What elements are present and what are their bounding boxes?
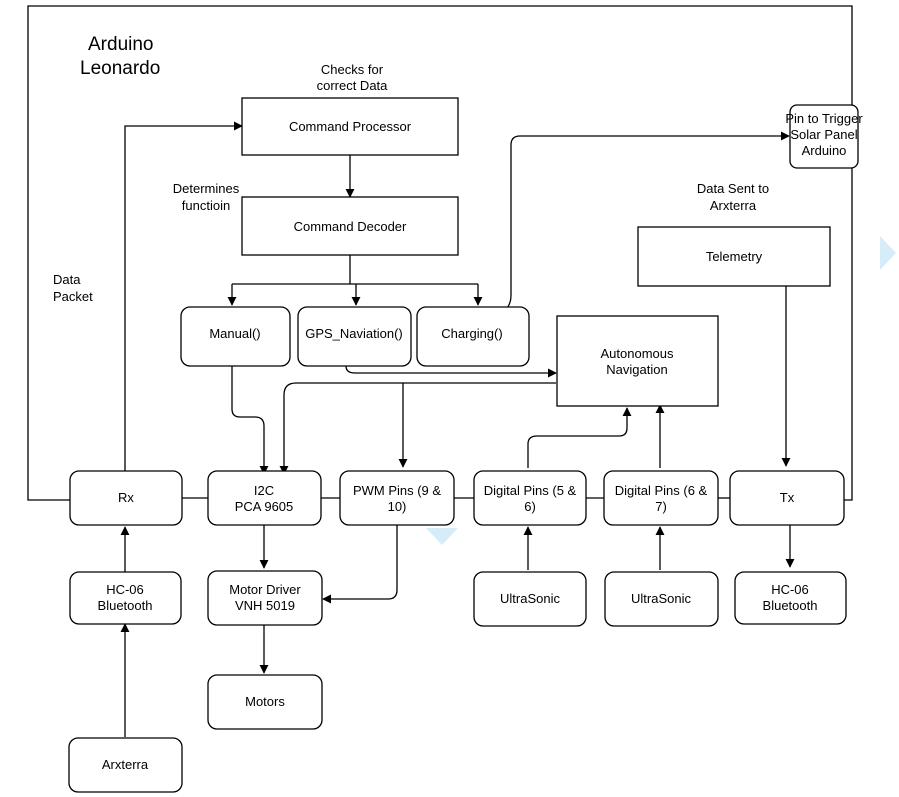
node-label: Motors: [245, 694, 285, 709]
annotation-determines-line2: functioin: [182, 198, 230, 213]
node-label-line3: Arduino: [802, 143, 847, 158]
node-label: Telemetry: [706, 249, 763, 264]
node-label: Manual(): [209, 326, 260, 341]
annotation-data-sent-line2: Arxterra: [710, 198, 757, 213]
annotation-checks-line2: correct Data: [317, 78, 389, 93]
edge-decoder-trunk: [232, 255, 478, 285]
node-motor-driver: Motor Driver VNH 5019: [207, 570, 323, 626]
node-label: Arxterra: [102, 757, 149, 772]
decorative-chevron-down: [426, 528, 458, 545]
node-label-line2: Solar Panel: [790, 127, 857, 142]
node-label-line2: 7): [655, 499, 667, 514]
node-label: GPS_Naviation(): [305, 326, 403, 341]
connectors: [120, 121, 795, 737]
node-command-decoder: Command Decoder: [241, 196, 459, 256]
edge-autonomous-to-i2c: [279, 382, 556, 475]
node-label: UltraSonic: [500, 591, 560, 606]
node-label: Charging(): [441, 326, 502, 341]
node-label: Command Processor: [289, 119, 412, 134]
node-label-line2: VNH 5019: [235, 598, 295, 613]
node-label-line2: Bluetooth: [98, 598, 153, 613]
edge-digital56-to-autonomous: [527, 407, 632, 468]
edge-gps-to-autonomous: [345, 365, 557, 378]
node-tx: Tx: [729, 470, 845, 526]
annotation-data-packet-line2: Packet: [53, 289, 93, 304]
node-label-line2: Bluetooth: [763, 598, 818, 613]
node-manual: Manual(): [180, 306, 291, 367]
node-label-line1: PWM Pins (9 &: [353, 483, 441, 498]
node-hc06-bluetooth-tx: HC-06 Bluetooth: [734, 571, 847, 625]
node-telemetry: Telemetry: [637, 226, 831, 287]
edge-charging-to-solar-trigger: [504, 131, 790, 311]
node-label-line2: 10): [388, 499, 407, 514]
node-label-line1: I2C: [254, 483, 274, 498]
node-ultrasonic-1: UltraSonic: [473, 571, 587, 627]
annotation-determines-line1: Determines: [173, 181, 240, 196]
node-gps-navigation: GPS_Naviation(): [297, 306, 412, 367]
node-label-line2: PCA 9605: [235, 499, 294, 514]
node-arxterra: Arxterra: [68, 737, 183, 793]
node-i2c-pca9605: I2C PCA 9605: [207, 470, 322, 526]
node-label-line1: HC-06: [771, 582, 809, 597]
annotation-checks-line1: Checks for: [321, 62, 384, 77]
node-rx: Rx: [69, 470, 183, 526]
node-label-line2: Navigation: [606, 362, 667, 377]
node-label-line2: 6): [524, 499, 536, 514]
node-pwm-pins: PWM Pins (9 & 10): [339, 470, 455, 526]
edge-rx-to-command-processor: [124, 121, 243, 475]
node-label: Rx: [118, 490, 134, 505]
annotation-data-sent-line1: Data Sent to: [697, 181, 769, 196]
node-label-line1: HC-06: [106, 582, 144, 597]
edge-pwm-to-motor-driver: [322, 524, 398, 604]
node-digital-pins-5-6: Digital Pins (5 & 6): [473, 470, 587, 526]
node-autonomous-navigation: Autonomous Navigation: [556, 315, 719, 407]
decorative-chevron-right: [880, 236, 896, 270]
node-charging: Charging(): [416, 306, 530, 367]
node-label: Tx: [780, 490, 795, 505]
node-motors: Motors: [207, 674, 323, 730]
node-label-line1: Digital Pins (6 &: [615, 483, 708, 498]
node-label: Command Decoder: [294, 219, 407, 234]
node-label-line1: Motor Driver: [229, 582, 301, 597]
node-command-processor: Command Processor: [241, 97, 459, 156]
arduino-leonardo-frame: [27, 5, 853, 501]
frame-title-line1: Arduino: [88, 34, 154, 55]
node-label-line1: Digital Pins (5 &: [484, 483, 577, 498]
node-label-line1: Autonomous: [601, 346, 674, 361]
node-solar-panel-trigger: Pin to Trigger Solar Panel Arduino: [785, 104, 863, 169]
node-hc06-bluetooth-rx: HC-06 Bluetooth: [69, 571, 182, 625]
node-label-line1: Pin to Trigger: [785, 111, 863, 126]
edge-manual-to-i2c: [231, 366, 269, 475]
node-digital-pins-6-7: Digital Pins (6 & 7): [603, 470, 719, 526]
frame-title-line2: Leonardo: [80, 58, 160, 79]
node-label: UltraSonic: [631, 591, 691, 606]
annotation-data-packet-line1: Data: [53, 272, 81, 287]
node-ultrasonic-2: UltraSonic: [604, 571, 719, 627]
